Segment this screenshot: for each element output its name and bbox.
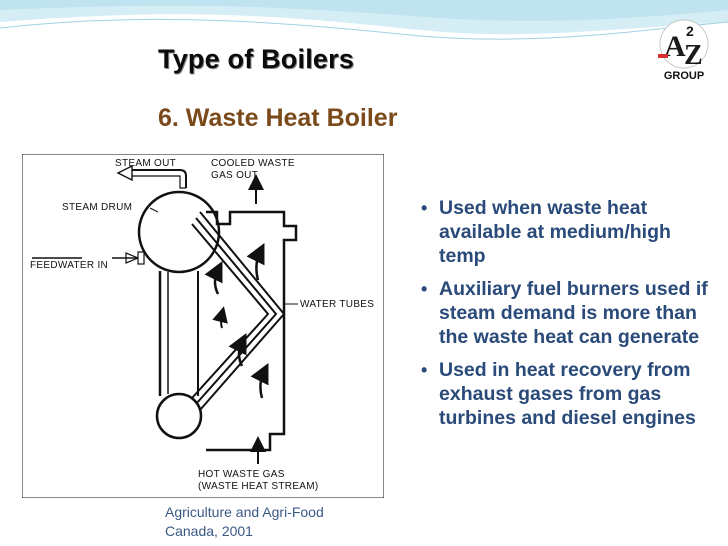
a2z-group-logo: A 2 Z GROUP [650,18,718,86]
label-steam-out: STEAM OUT [115,158,177,169]
slide-title: Type of Boilers [158,44,355,74]
svg-text:Z: Z [684,40,703,71]
credit-line-1: Agriculture and Agri-Food [165,504,324,520]
label-water-tubes: WATER TUBES [300,299,375,310]
bullet-item: • Used in heat recovery from exhaust gase… [415,358,720,430]
logo-text: GROUP [663,70,705,82]
bullet-text: Auxiliary fuel burners used if steam dem… [439,278,708,348]
bullet-list: • Used when waste heat available at mediu… [415,196,720,439]
bullet-text: Used when waste heat available at medium… [439,197,671,267]
label-cooled-line2: GAS OUT [211,170,259,181]
svg-text:A: A [664,30,686,63]
bullet-dot-icon: • [421,279,428,299]
credit-line-2: Canada, 2001 [165,523,253,539]
waste-heat-boiler-diagram: STEAM OUT COOLED WASTE GAS OUT STEAM DRU… [22,154,384,498]
image-credit: Agriculture and Agri-Food Canada, 2001 [165,503,324,541]
label-hot-line1: HOT WASTE GAS [198,469,285,480]
label-cooled-line1: COOLED WASTE [211,158,295,169]
bullet-item: • Used when waste heat available at mediu… [415,196,720,268]
bullet-dot-icon: • [421,360,428,380]
bullet-dot-icon: • [421,198,428,218]
label-feedwater-in: FEEDWATER IN [30,260,109,271]
label-hot-line2: (WASTE HEAT STREAM) [198,481,319,492]
bullet-item: • Auxiliary fuel burners used if steam de… [415,277,720,349]
label-steam-drum: STEAM DRUM [62,202,133,213]
slide-subtitle: 6. Waste Heat Boiler [158,104,398,132]
bullet-text: Used in heat recovery from exhaust gases… [439,359,696,429]
svg-text:2: 2 [686,23,694,39]
header-wave [0,0,728,40]
